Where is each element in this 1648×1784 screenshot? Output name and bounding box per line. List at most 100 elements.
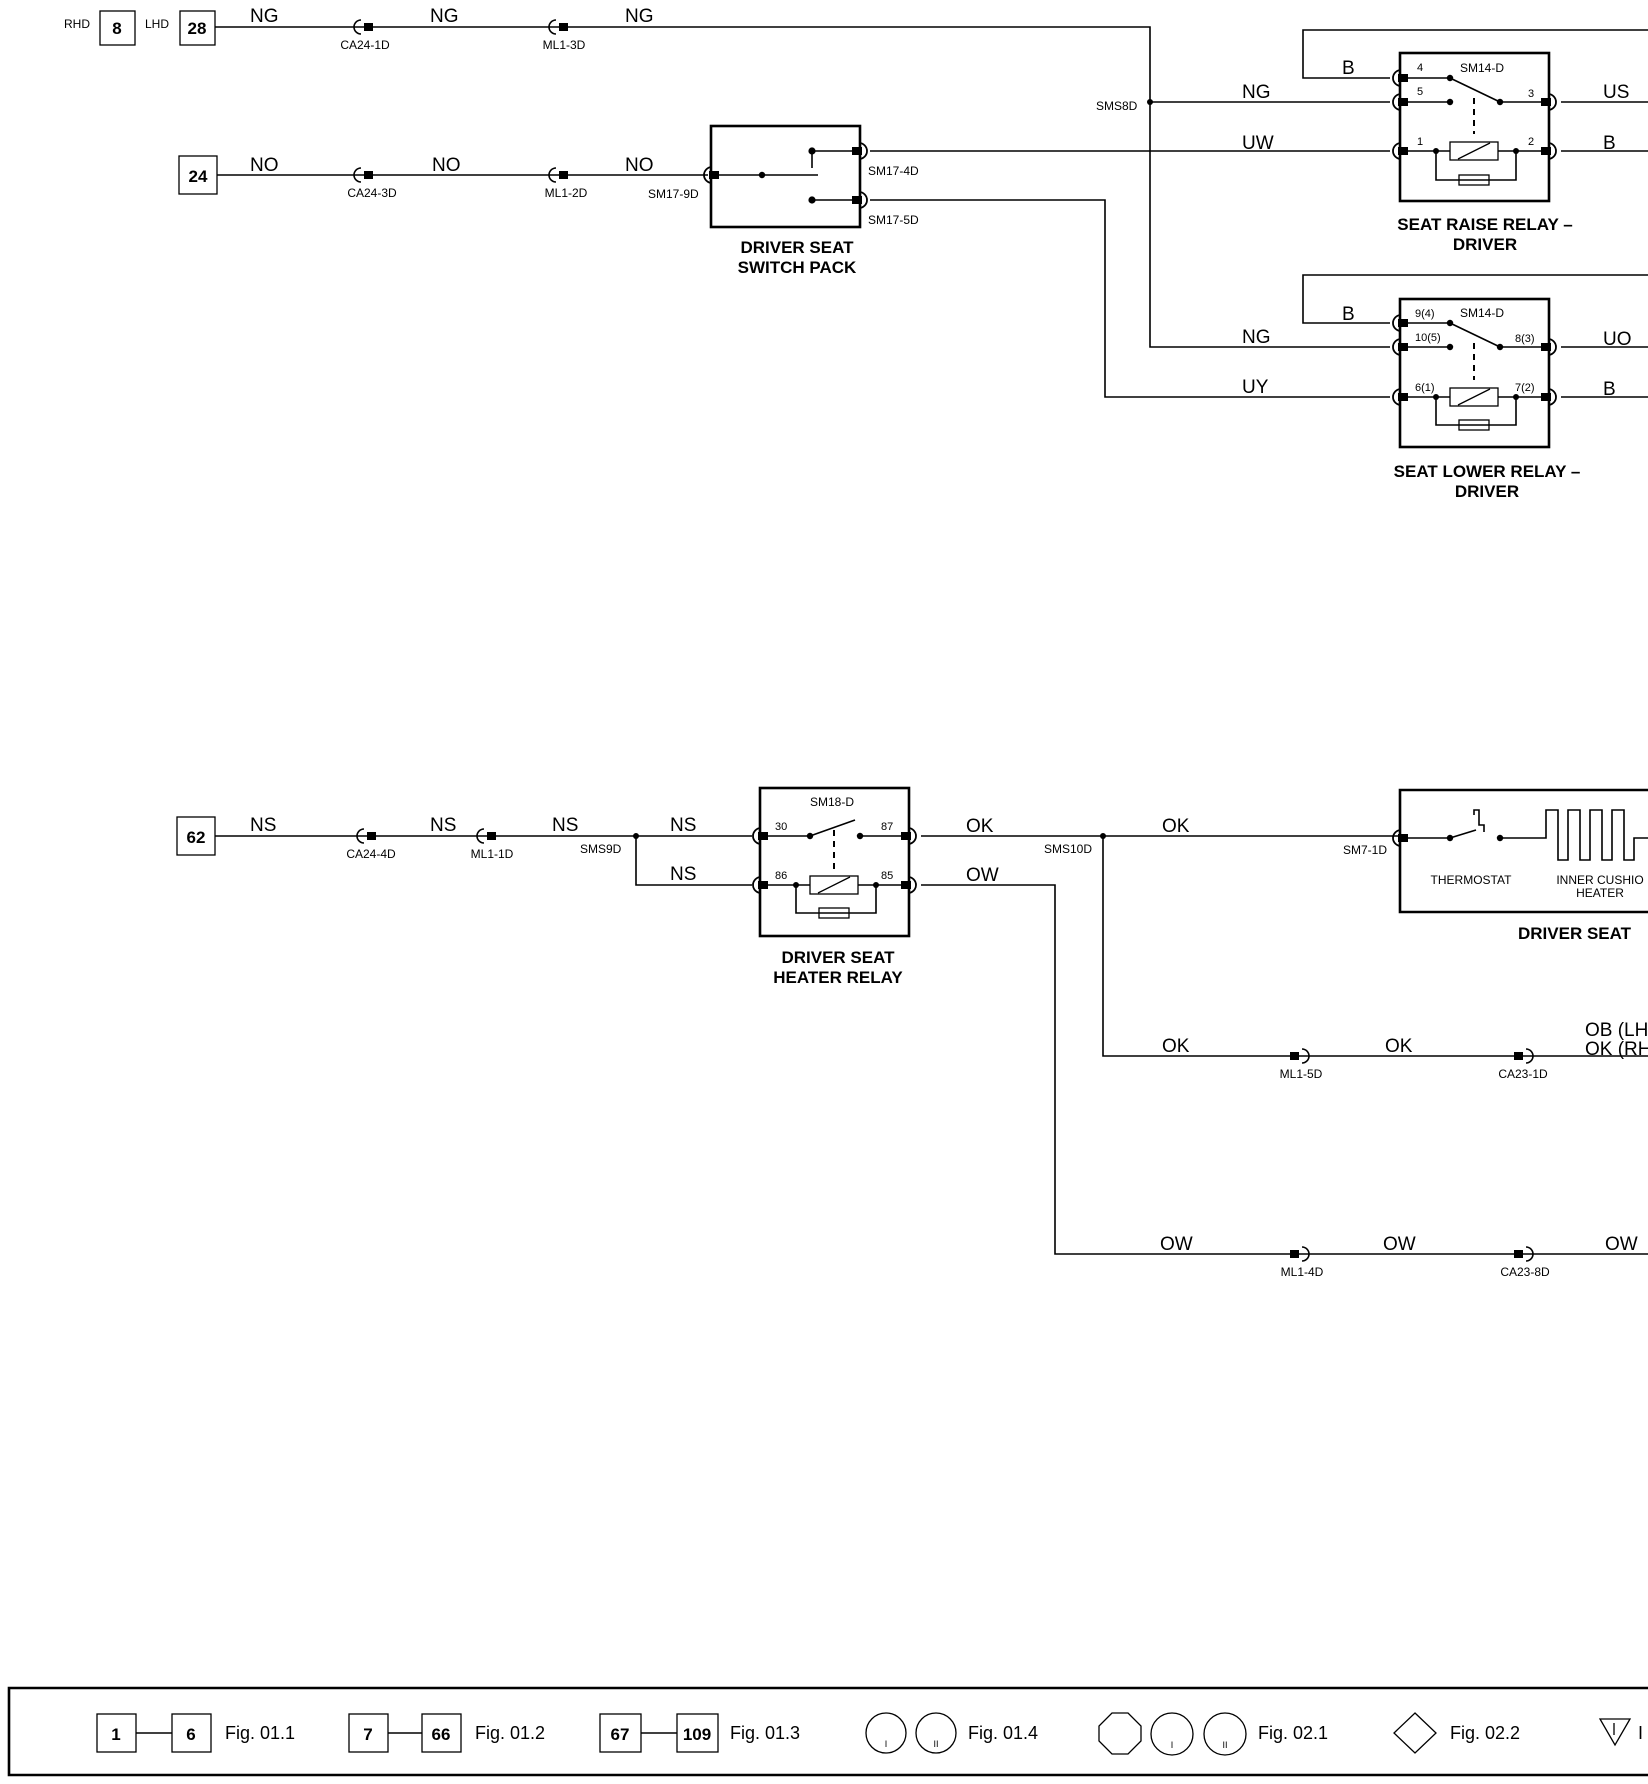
legend-group-1: 1 6 Fig. 01.1 [96,1713,295,1753]
legend-fig-01-1: Fig. 01.1 [225,1723,295,1743]
legend-group-4: I II Fig. 01.4 [865,1712,1038,1754]
wire-label-ng-1: NG [250,6,279,27]
svg-text:8(3): 8(3) [1515,333,1535,345]
svg-text:I: I [1171,1740,1174,1750]
svg-text:2: 2 [1528,136,1534,148]
figure-legend: 1 6 Fig. 01.1 7 66 Fig. 01.2 67 109 Fig.… [7,1686,1648,1777]
svg-text:109: 109 [683,1725,711,1744]
legend-fig-01-2: Fig. 01.2 [475,1723,545,1743]
svg-text:86: 86 [775,870,787,882]
wire-label-ok-3: OK [1162,1036,1190,1057]
wire-label-ok-2: OK [1162,816,1190,837]
wire-ng [215,26,1390,103]
svg-text:7(2): 7(2) [1515,382,1535,394]
svg-text:II: II [1222,1740,1227,1750]
svg-text:4: 4 [1417,62,1423,74]
wire-label-ow-3: OW [1383,1234,1416,1255]
svg-text:II: II [933,1739,938,1749]
seat-lower-relay: B 9(4) 10(5) 8(3) 6(1) 7(2) SM14-D SEAT … [1302,274,1648,501]
svg-text:30: 30 [775,821,787,833]
wire-label-uo: UO [1603,329,1632,350]
relay-label-sm14-d-1: SM14-D [1460,61,1504,75]
connector-label-sm7-1d: SM7-1D [1343,843,1387,857]
wire-label-ob-lhd: OB (LH [1585,1020,1648,1041]
svg-text:5: 5 [1417,86,1423,98]
svg-text:10(5): 10(5) [1415,332,1441,344]
driver-seat-heater: THERMOSTAT INNER CUSHIO HEATER DRIVER SE… [1392,788,1648,943]
circuit-ng-feed: RHD 8 LHD 28 NG NG NG CA24-1D ML1-3D SMS… [64,6,1390,348]
wire-ns-2 [635,836,752,886]
wire-label-ow-1: OW [966,865,999,886]
svg-text:1: 1 [1417,136,1423,148]
connector-label-ca24-3d: CA24-3D [347,186,397,200]
relay-label-sm18-d: SM18-D [810,795,854,809]
circuit-ok-out: OK OK SMS10D SM7-1D OK OK ML1-5D CA23-1D… [921,816,1648,1081]
connector-label-ml1-3d: ML1-3D [543,38,586,52]
wire-label-ng-2: NG [430,6,459,27]
legend-fig-01-3: Fig. 01.3 [730,1723,800,1743]
inner-cushion-label-2: HEATER [1576,886,1624,900]
legend-fig-01-4: Fig. 01.4 [968,1723,1038,1743]
svg-text:3: 3 [1528,88,1534,100]
wire-label-ns-5: NS [670,864,696,885]
wire-uy [870,199,1390,398]
wire-label-b-3: B [1342,304,1355,325]
wire-label-uw: UW [1242,133,1274,154]
ref-box-8 [99,10,136,46]
connector-label-ml1-2d: ML1-2D [545,186,588,200]
switch-pack-title-2: SWITCH PACK [738,258,857,277]
wire-label-no-3: NO [625,155,654,176]
wire-ok-2 [1102,836,1648,1057]
wire-label-b-2: B [1603,133,1616,154]
svg-text:7: 7 [363,1725,372,1744]
circuit-ow-out: OW OW OW OW ML1-4D CA23-8D [921,865,1648,1279]
svg-text:85: 85 [881,870,893,882]
svg-text:9(4): 9(4) [1415,308,1435,320]
legend-fig-02-1: Fig. 02.1 [1258,1723,1328,1743]
seat-raise-relay: B 4 5 3 1 2 SM14-D SEAT RAISE RELAY – DR… [1302,29,1648,254]
inner-cushion-label-1: INNER CUSHIO [1556,873,1643,887]
splice-label-sms10d: SMS10D [1044,842,1092,856]
wire-ng-lower [1149,102,1390,348]
wire-b-raise-top [1302,29,1648,79]
connector-label-ca24-1d: CA24-1D [340,38,390,52]
connector-label-ca23-8d: CA23-8D [1500,1265,1550,1279]
wire-label-ng-4: NG [1242,82,1271,103]
wire-label-us: US [1603,82,1629,103]
svg-text:1: 1 [111,1725,120,1744]
legend-group-3: 67 109 Fig. 01.3 [599,1713,800,1753]
connector-label-ml1-5d: ML1-5D [1280,1067,1323,1081]
wire-label-ok-4: OK [1385,1036,1413,1057]
connector-label-ca24-4d: CA24-4D [346,847,396,861]
raise-relay-title-2: DRIVER [1453,235,1517,254]
wire-label-ow-2: OW [1160,1234,1193,1255]
circuit-no-feed: 24 NO NO NO CA24-3D ML1-2D SM17-9D [178,155,708,201]
wire-b-lower-top [1302,274,1648,324]
wire-label-ok-rhd: OK (RH [1585,1039,1648,1060]
wire-label-b-1: B [1342,58,1355,79]
ref-24: 24 [189,167,208,186]
lower-relay-title-2: DRIVER [1455,482,1519,501]
wire-label-uy: UY [1242,377,1269,398]
driver-seat-title: DRIVER SEAT [1518,924,1632,943]
svg-text:I: I [885,1739,888,1749]
ref-62: 62 [187,828,206,847]
svg-text:87: 87 [881,821,893,833]
legend-group-2: 7 66 Fig. 01.2 [348,1713,545,1753]
svg-text:6(1): 6(1) [1415,382,1435,394]
legend-fig-cut: I [1638,1723,1643,1743]
raise-relay-title-1: SEAT RAISE RELAY – [1397,215,1572,234]
svg-text:6: 6 [186,1725,195,1744]
wire-label-no-1: NO [250,155,279,176]
wire-label-ng-3: NG [625,6,654,27]
connector-label-ca23-1d: CA23-1D [1498,1067,1548,1081]
heater-relay-title-1: DRIVER SEAT [781,948,895,967]
legend-group-6: Fig. 02.2 [1393,1712,1520,1754]
svg-text:67: 67 [611,1725,630,1744]
wire-label-no-2: NO [432,155,461,176]
ref-box-28 [179,10,216,46]
ref-28: 28 [188,19,207,38]
connector-label-ml1-4d: ML1-4D [1281,1265,1324,1279]
wire-label-ns-1: NS [250,815,276,836]
